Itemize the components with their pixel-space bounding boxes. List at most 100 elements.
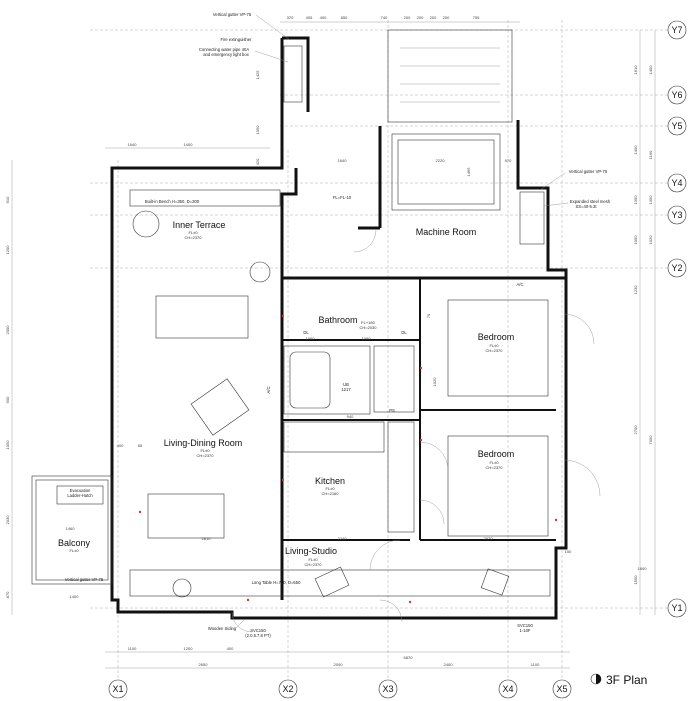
dims-interior: 1640 2220 970 1465 1660 1080 940 1460 22…	[66, 70, 648, 599]
svg-text:1100: 1100	[531, 662, 540, 667]
svg-text:Fire extinguisher: Fire extinguisher	[221, 37, 253, 42]
svg-text:FL±0: FL±0	[489, 343, 499, 348]
svg-text:2240: 2240	[338, 536, 348, 541]
svg-text:740: 740	[381, 15, 388, 20]
svg-text:400: 400	[227, 646, 234, 651]
svg-text:Evacuation: Evacuation	[70, 488, 91, 493]
svg-text:1160: 1160	[648, 150, 653, 159]
svg-text:2650: 2650	[199, 662, 209, 667]
grid-x2: X2	[282, 684, 293, 694]
svg-text:420: 420	[255, 158, 260, 165]
svg-text:1350: 1350	[633, 195, 638, 205]
svg-text:FL±0: FL±0	[325, 486, 335, 491]
svg-text:2030: 2030	[5, 515, 10, 525]
svg-text:1350: 1350	[648, 195, 653, 205]
svg-text:1640: 1640	[128, 142, 138, 147]
svg-text:405: 405	[306, 15, 313, 20]
svg-text:7050: 7050	[648, 435, 653, 445]
svg-text:1400: 1400	[70, 594, 80, 599]
svg-text:400: 400	[320, 15, 327, 20]
svg-text:1425: 1425	[255, 70, 260, 80]
grid-y2: Y2	[671, 263, 682, 273]
svg-text:1100: 1100	[128, 646, 137, 651]
svg-text:FL±0: FL±0	[308, 557, 318, 562]
dims-top: 370 405 400 850 740 200 200 200 200 755	[287, 15, 480, 20]
svg-text:1050: 1050	[633, 235, 638, 245]
grid-y5: Y5	[671, 121, 682, 131]
svg-text:CH=2030: CH=2030	[359, 325, 377, 330]
interior-partitions	[129, 189, 556, 597]
grid-y1: Y1	[671, 603, 682, 613]
svg-text:FL±0: FL±0	[188, 230, 198, 235]
svg-text:870: 870	[5, 591, 10, 598]
svg-text:150: 150	[565, 549, 572, 554]
svg-text:1640: 1640	[338, 158, 348, 163]
svg-text:910: 910	[5, 196, 10, 203]
svg-text:SVC150: SVC150	[250, 628, 266, 633]
svg-text:1465: 1465	[466, 167, 471, 177]
svg-text:Wooden Siding: Wooden Siding	[208, 626, 237, 631]
svg-text:Vertical gutter VP-75: Vertical gutter VP-75	[65, 577, 104, 582]
plan-title-text: 3F Plan	[606, 673, 647, 687]
annotations: Vertical gutter VP-75 Fire extinguisher …	[65, 12, 611, 638]
svg-text:2220: 2220	[436, 158, 446, 163]
svg-text:200: 200	[417, 15, 424, 20]
grid-y4: Y4	[671, 178, 682, 188]
svg-text:200: 200	[430, 15, 437, 20]
svg-text:200: 200	[404, 15, 411, 20]
svg-text:FL=FL-10: FL=FL-10	[333, 195, 352, 200]
room-living-dining: Living-Dining Room	[164, 438, 243, 448]
svg-text:200: 200	[443, 15, 450, 20]
dims-right: 1610 1400 1350 1050 1230 2700 1500 1400 …	[633, 65, 653, 585]
svg-text:1660: 1660	[306, 336, 316, 341]
svg-text:1600: 1600	[638, 566, 648, 571]
svg-text:1500: 1500	[633, 575, 638, 585]
svg-text:PS: PS	[389, 408, 395, 413]
svg-text:1200: 1200	[5, 245, 10, 255]
svg-text:755: 755	[473, 15, 480, 20]
grid-bubbles-y: Y7 Y6 Y5 Y4 Y3 Y2 Y1	[667, 20, 687, 618]
grid-y6: Y6	[671, 90, 682, 100]
grid-x5: X5	[556, 684, 567, 694]
svg-text:CH=2370: CH=2370	[184, 235, 202, 240]
svg-text:Expanded steel mesh: Expanded steel mesh	[570, 199, 611, 204]
furniture	[132, 210, 510, 598]
room-bedroom-1: Bedroom	[478, 332, 515, 342]
svg-text:and emergency light box: and emergency light box	[203, 52, 250, 57]
svg-text:1080: 1080	[362, 336, 372, 341]
svg-text:1020: 1020	[432, 377, 437, 387]
svg-text:1050: 1050	[255, 125, 260, 135]
svg-text:DL: DL	[401, 330, 407, 335]
svg-text:70: 70	[426, 313, 431, 318]
svg-text:Vertical gutter VP-75: Vertical gutter VP-75	[569, 169, 608, 174]
door-swings	[231, 229, 601, 633]
dims-bottom: 1100 1200 400 2650 2000 2400 1100 6870	[128, 646, 540, 667]
svg-text:2970: 2970	[484, 536, 494, 541]
dims-left: 870 2030 1050 900 2000 1200 910	[5, 196, 10, 598]
svg-text:1400: 1400	[648, 65, 653, 75]
svg-text:Ladder-Hatch: Ladder-Hatch	[67, 493, 93, 498]
svg-text:940: 940	[347, 414, 354, 419]
svg-text:1230: 1230	[633, 285, 638, 295]
grid-lines	[90, 20, 670, 680]
svg-text:970: 970	[505, 158, 512, 163]
svg-text:CH=2370: CH=2370	[485, 348, 503, 353]
svg-text:900: 900	[5, 396, 10, 403]
grid-y3: Y3	[671, 210, 682, 220]
svg-text:370: 370	[287, 15, 294, 20]
svg-text:Vertical gutter VP-75: Vertical gutter VP-75	[213, 12, 252, 17]
svg-text:2810: 2810	[202, 536, 212, 541]
room-bedroom-2: Bedroom	[478, 449, 515, 459]
svg-text:CH=2370: CH=2370	[485, 465, 503, 470]
balcony-outline	[31, 475, 113, 585]
svg-text:1-10F: 1-10F	[520, 628, 531, 633]
svg-text:1610: 1610	[633, 65, 638, 75]
plan-title: 3F Plan	[590, 673, 647, 687]
machine-room-equipment	[283, 29, 545, 245]
svg-text:FL±0: FL±0	[489, 460, 499, 465]
svg-text:1200: 1200	[184, 646, 194, 651]
svg-text:400: 400	[117, 443, 124, 448]
svg-text:DL: DL	[303, 330, 309, 335]
svg-text:2000: 2000	[334, 662, 344, 667]
